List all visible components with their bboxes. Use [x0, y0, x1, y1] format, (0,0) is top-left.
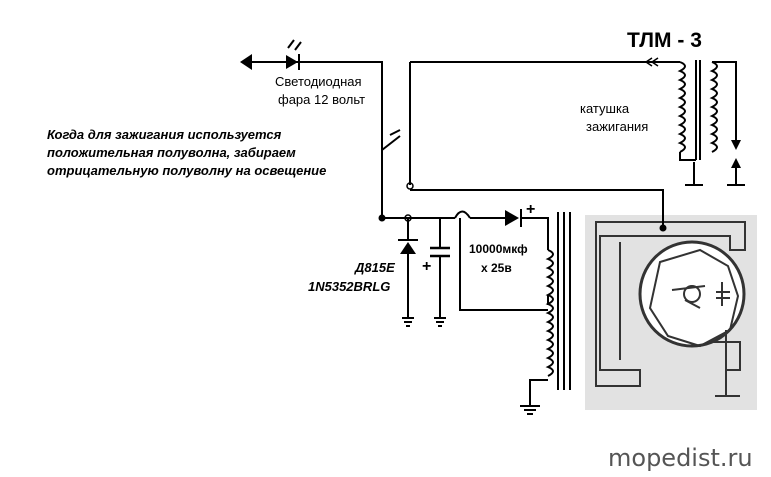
magneto-stator	[585, 215, 757, 410]
led-headlight-symbol	[240, 39, 302, 70]
led-label-line1: Светодиодная	[275, 74, 362, 89]
stator-frame	[595, 221, 746, 387]
note-line3: отрицательную полуволну на освещение	[47, 163, 326, 178]
coil-label-line1: катушка	[580, 101, 630, 116]
series-diode-symbol	[505, 209, 522, 227]
capacitor-plus-sign: +	[422, 258, 431, 275]
zener-label-line2: 1N5352BRLG	[308, 279, 390, 294]
led-label-line2: фара 12 вольт	[278, 92, 365, 107]
zener-diode-symbol	[398, 239, 418, 327]
flywheel-circle	[638, 240, 746, 348]
zener-label-line1: Д815Е	[354, 260, 395, 275]
diagram-title: ТЛМ - 3	[627, 29, 702, 52]
ignition-coil	[644, 57, 745, 186]
capacitor-label-line2: x 25в	[481, 261, 512, 275]
note-line1: Когда для зажигания используется	[47, 127, 282, 142]
watermark: mopedist.ru	[608, 444, 753, 472]
coil-label-line2: зажигания	[586, 119, 648, 134]
generator-coil	[520, 212, 571, 415]
capacitor-symbol	[430, 246, 450, 327]
diode-plus-sign: +	[526, 201, 535, 218]
capacitor-label-line1: 10000мкф	[469, 242, 528, 256]
note-line2: положительная полуволна, забираем	[47, 145, 296, 160]
